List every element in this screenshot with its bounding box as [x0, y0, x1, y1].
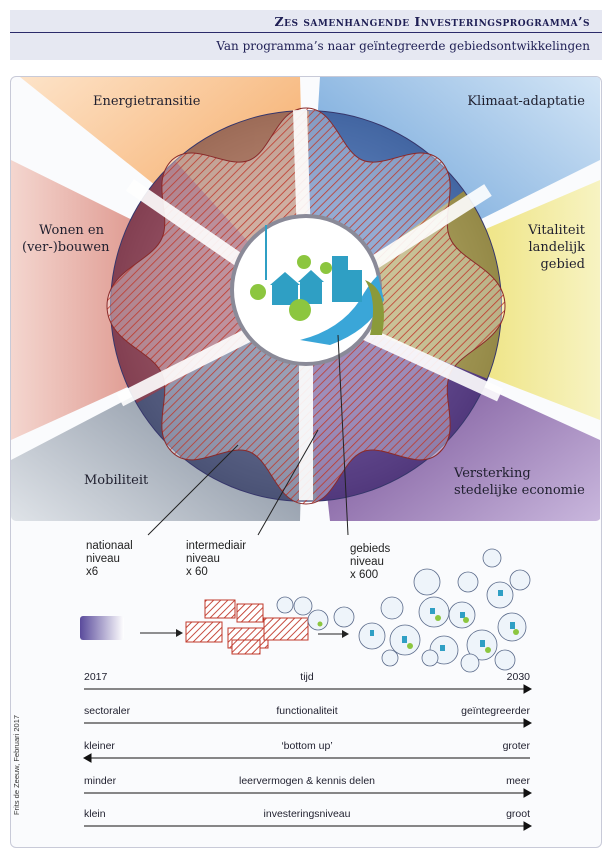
- city-illustration: [250, 225, 384, 345]
- scale-time-middle: tijd: [300, 671, 314, 683]
- scale-functionality-left: sectoraler: [84, 705, 131, 717]
- scale-bottom-up-left: kleiner: [84, 740, 115, 752]
- scale-investment-left: klein: [84, 808, 106, 820]
- label-energietransitie: Energietransitie: [93, 94, 201, 109]
- scale-learning: minder leervermogen & kennis delen meer: [84, 775, 530, 793]
- level-national: nationaal niveau x6: [86, 540, 133, 579]
- header-divider: [10, 32, 602, 33]
- national-bar: [80, 616, 124, 640]
- label-vitaliteit: Vitaliteit landelijk gebied: [528, 223, 585, 272]
- scale-arrows: [82, 684, 533, 831]
- label-wonen: Wonen en (ver-)bouwen: [22, 223, 110, 255]
- label-klimaat-adaptatie: Klimaat-adaptatie: [467, 94, 585, 109]
- scale-learning-middle: leervermogen & kennis delen: [239, 775, 375, 787]
- level-national-line1: nationaal: [86, 540, 133, 552]
- level-intermediate-line3: x 60: [186, 566, 208, 578]
- scale-investment: klein investeringsniveau groot: [84, 808, 530, 826]
- scale-time-right: 2030: [506, 671, 530, 683]
- level-intermediate: intermediair niveau x 60: [186, 540, 246, 579]
- level-national-line2: niveau: [86, 553, 120, 565]
- scale-investment-middle: investeringsniveau: [263, 808, 351, 820]
- level-regional-line2: niveau: [350, 556, 384, 568]
- scale-time: 2017 tijd 2030: [84, 671, 530, 689]
- scale-learning-left: minder: [84, 775, 117, 787]
- scale-functionality: sectoraler functionaliteit geïntegreerde…: [84, 705, 530, 723]
- label-mobiliteit: Mobiliteit: [84, 473, 149, 488]
- page-title: Zes samenhangende Investeringsprogramma’…: [274, 14, 590, 29]
- page-subtitle: Van programma’s naar geïntegreerde gebie…: [216, 39, 590, 53]
- level-pointers: [147, 334, 349, 536]
- author-credit: Frits de Zeeuw, Februari 2017: [12, 714, 21, 815]
- regional-bubbles: [276, 548, 531, 673]
- scale-investment-right: groot: [506, 808, 530, 820]
- label-stedelijke-economie: Versterking stedelijke economie: [454, 466, 585, 498]
- level-regional: gebieds niveau x 600: [350, 543, 390, 582]
- scale-time-left: 2017: [84, 671, 108, 683]
- level-national-line3: x6: [86, 566, 99, 578]
- scale-functionality-middle: functionaliteit: [276, 705, 338, 717]
- scale-learning-right: meer: [506, 775, 530, 787]
- header-bar: Zes samenhangende Investeringsprogramma’…: [10, 10, 602, 60]
- intermediate-blocks: [185, 599, 309, 655]
- scale-bottom-up-middle: ‘bottom up’: [281, 740, 333, 752]
- level-intermediate-line2: niveau: [186, 553, 220, 565]
- level-regional-line1: gebieds: [350, 543, 391, 555]
- scale-functionality-right: geïntegreerder: [461, 705, 530, 717]
- level-intermediate-line1: intermediair: [186, 540, 247, 552]
- scale-bottom-up: kleiner ‘bottom up’ groter: [84, 740, 530, 758]
- level-regional-line3: x 600: [350, 569, 379, 581]
- scale-bottom-up-right: groter: [502, 740, 530, 752]
